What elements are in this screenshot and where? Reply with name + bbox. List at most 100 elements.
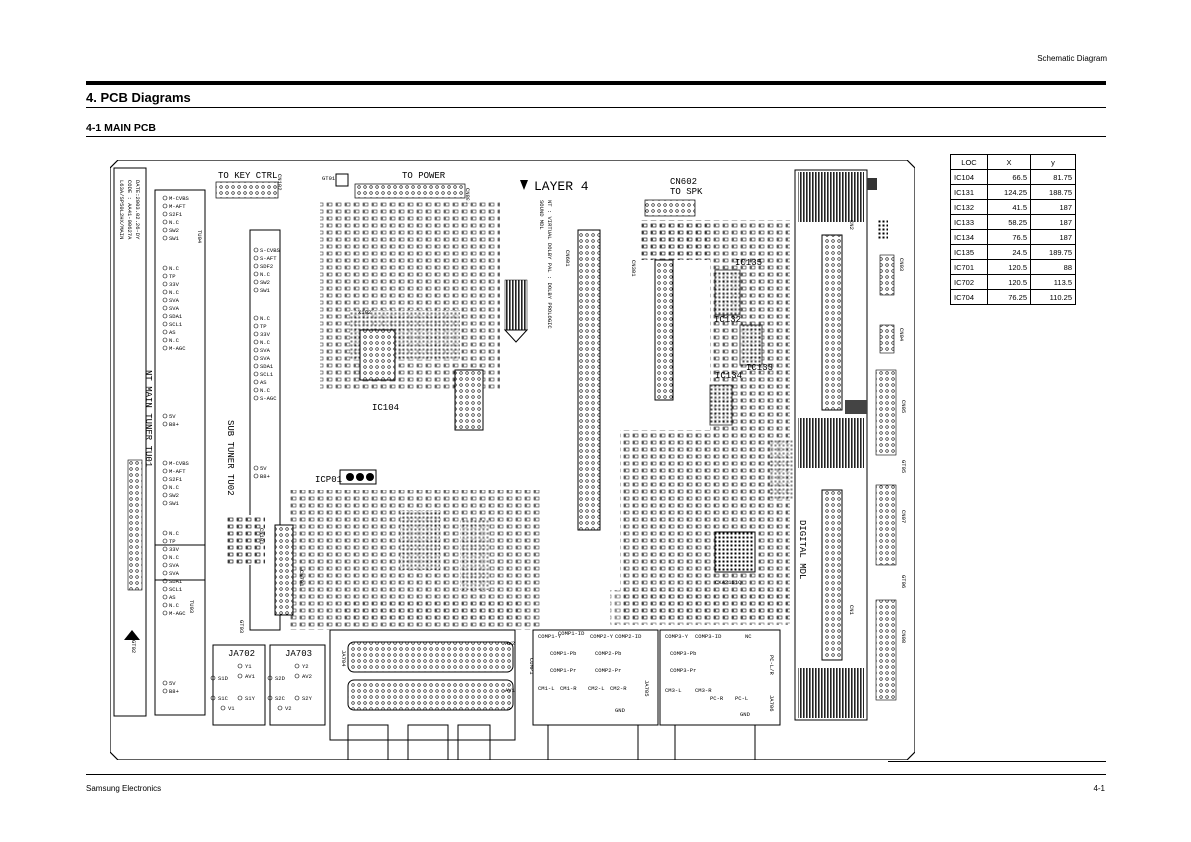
- pin-pad: [162, 289, 168, 295]
- tuner-pin-label: S2F1: [169, 211, 183, 218]
- tuner-pin-label: M-AGC: [169, 610, 186, 617]
- av1-label: AV1: [505, 687, 516, 694]
- pin-pad: [162, 602, 168, 608]
- pin-pad: [277, 705, 283, 711]
- ja702-pin-label: AV1: [245, 673, 256, 680]
- component-jack-label: COMP1-Pb: [550, 650, 576, 657]
- main-tuner-label: NT MAIN TUNER TU01: [143, 370, 153, 467]
- cn602-label: CN602: [670, 177, 697, 187]
- layer-label: LAYER 4: [534, 179, 589, 194]
- tuner-pin-label: B8+: [169, 421, 179, 428]
- sub-tuner-pin-label: AS: [260, 379, 267, 386]
- sub-tuner-pin-label: N.C: [260, 387, 271, 394]
- section-title: 4-1 MAIN PCB: [86, 122, 157, 134]
- to-spk-label: TO SPK: [670, 187, 703, 197]
- sub-tuner-pin-label: SCL1: [260, 371, 274, 378]
- component3-jack-label: GND: [740, 711, 751, 718]
- component3-jack-label: PC-L: [735, 695, 748, 702]
- sub-tuner-pin-label: SW1: [260, 287, 271, 294]
- ic133-label: IC133: [746, 363, 773, 373]
- gt03-label: GT03: [238, 620, 245, 633]
- ja703-pin-label: S2D: [275, 675, 286, 682]
- loc-cell-id: IC704: [950, 289, 988, 305]
- ja702-pin-label: S1Y: [245, 695, 256, 702]
- pin-pad: [162, 586, 168, 592]
- component3-jack-label: COMP3-Pr: [670, 667, 696, 674]
- loc-cell-x: 58.25: [987, 214, 1031, 230]
- pin-pad: [162, 492, 168, 498]
- sub-tuner-pin-label: N.C: [260, 339, 271, 346]
- pin-pad: [253, 331, 259, 337]
- tuner-pin-label: S2F1: [169, 476, 183, 483]
- main-tuner-pins: M-CVBSM-AFTS2F1N.CSW2SW1N.CTP33VN.CSVASV…: [162, 195, 190, 695]
- ja703-pin-label: V2: [285, 705, 292, 712]
- tu04-label: TU04: [196, 230, 203, 244]
- tuner-pin-label: M-AFT: [169, 203, 186, 210]
- loc-cell-x: 41.5: [987, 199, 1031, 215]
- loc-cell-y: 113.5: [1030, 274, 1076, 290]
- tuner-pin-label: N.C: [169, 554, 180, 561]
- loc-cell-y: 88: [1030, 259, 1076, 275]
- pin-pad: [162, 484, 168, 490]
- loc-cell-y: 188.75: [1030, 184, 1076, 200]
- loc-cell-x: 66.5: [987, 169, 1031, 185]
- tuner-pin-label: SDA1: [169, 578, 183, 585]
- tuner-pin-label: SDA1: [169, 313, 183, 320]
- pin-pad: [253, 255, 259, 261]
- pin-pad: [162, 546, 168, 552]
- chapter-title: 4. PCB Diagrams: [86, 90, 191, 105]
- loc-cell-id: IC134: [950, 229, 988, 245]
- pin-pad: [162, 227, 168, 233]
- tuner-pin-label: B8+: [169, 688, 179, 695]
- loc-header-y: y: [1030, 154, 1076, 170]
- sub-tuner-pin-label: SVA: [260, 355, 271, 362]
- gt05-label: GT05: [900, 460, 907, 473]
- loc-cell-id: IC701: [950, 259, 988, 275]
- cn07-label: CN07: [900, 510, 907, 523]
- tuner-pin-label: 33V: [169, 281, 180, 288]
- pin-pad: [253, 263, 259, 269]
- pin-pad: [253, 395, 259, 401]
- pin-pad: [294, 695, 300, 701]
- component3-jack-label: NC: [745, 633, 752, 640]
- tuner-pin-label: N.C: [169, 219, 180, 226]
- tuner-pin-label: AS: [169, 594, 176, 601]
- pin-pad: [162, 329, 168, 335]
- main-pcb-diagram: L63A/SP50L2HX/MAIN CODE : AA41-00627A DA…: [110, 160, 915, 760]
- component-jack-label: COMP2-Y: [590, 633, 614, 640]
- sub-tuner-pin-label: 5V: [260, 465, 267, 472]
- pin-pad: [162, 421, 168, 427]
- pin-pad: [162, 468, 168, 474]
- tuner-pin-label: M-CVBS: [169, 460, 190, 467]
- pin-pad: [162, 554, 168, 560]
- pin-pad: [162, 570, 168, 576]
- pin-pad: [220, 705, 226, 711]
- pin-pad: [162, 680, 168, 686]
- pin-pad: [162, 235, 168, 241]
- ja703-pin-label: S2C: [275, 695, 286, 702]
- pin-pad: [162, 273, 168, 279]
- ja702-pin-label: S1C: [218, 695, 229, 702]
- tuner-pin-label: M-CVBS: [169, 195, 190, 202]
- sub-tuner-pins: S-CVBSS-AFTSDF2N.CSW2SW1N.CTP33VN.CSVASV…: [253, 247, 281, 480]
- digital-mdl-label: DIGITAL MDL: [797, 520, 807, 579]
- tuner-pin-label: N.C: [169, 602, 180, 609]
- pin-pad: [253, 387, 259, 393]
- gt01-label: GT01: [322, 175, 336, 182]
- section-tag: Schematic Diagram: [1037, 54, 1107, 63]
- loc-cell-id: IC133: [950, 214, 988, 230]
- pin-pad: [253, 379, 259, 385]
- sub-tuner-pin-label: N.C: [260, 271, 271, 278]
- ja705-label: JA705: [643, 680, 650, 697]
- ic135-label: IC135: [735, 258, 762, 268]
- component-jack-label: COMP2-Pr: [595, 667, 621, 674]
- pin-pad: [253, 371, 259, 377]
- loc-cell-x: 24.5: [987, 244, 1031, 260]
